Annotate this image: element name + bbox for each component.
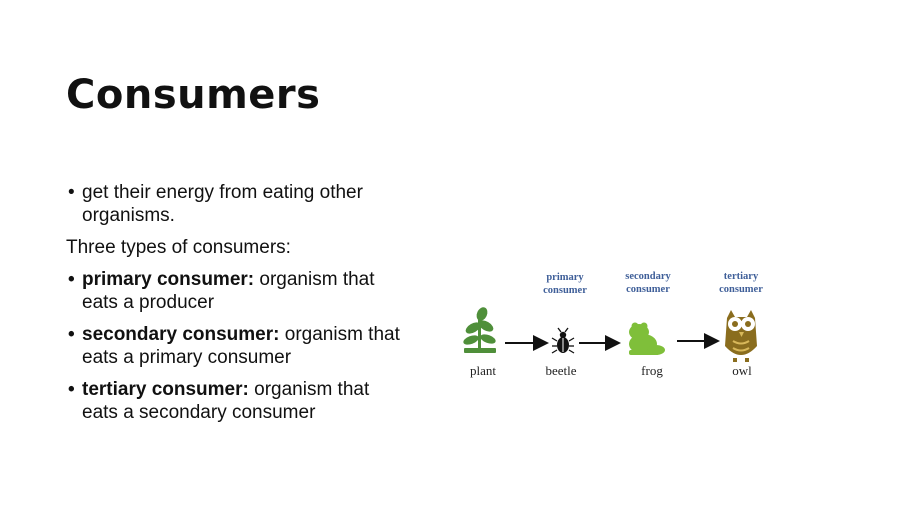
frog-icon bbox=[629, 322, 665, 355]
level-label-secondary-1: secondary bbox=[625, 271, 671, 282]
owl-icon bbox=[725, 310, 757, 362]
bullet-primary: primary consumer: organism that eats a p… bbox=[66, 268, 406, 314]
tertiary-term: tertiary consumer: bbox=[82, 379, 249, 400]
types-intro: Three types of consumers: bbox=[66, 237, 291, 258]
primary-term: primary consumer: bbox=[82, 269, 255, 290]
organism-label-beetle: beetle bbox=[545, 363, 576, 378]
secondary-term: secondary consumer: bbox=[82, 324, 280, 345]
level-label-tertiary-2: consumer bbox=[719, 284, 763, 295]
beetle-icon bbox=[551, 327, 575, 354]
tertiary-definition: organism that eats a secondary consumer bbox=[82, 379, 370, 423]
slide-body: get their energy from eating other organ… bbox=[66, 181, 406, 433]
bullet-energy: get their energy from eating other organ… bbox=[66, 181, 406, 227]
bullet-tertiary: tertiary consumer: organism that eats a … bbox=[66, 378, 406, 424]
primary-definition: organism that eats a producer bbox=[82, 269, 375, 313]
level-label-primary-2: consumer bbox=[543, 285, 587, 296]
organism-label-frog: frog bbox=[641, 363, 663, 378]
level-label-secondary-2: consumer bbox=[626, 284, 670, 295]
level-label-tertiary-1: tertiary bbox=[724, 271, 759, 282]
food-chain-diagram: primary consumer secondary consumer tert… bbox=[455, 262, 785, 392]
bullet-energy-text: get their energy from eating other organ… bbox=[82, 182, 363, 226]
organism-label-owl: owl bbox=[732, 363, 752, 378]
slide-title: Consumers bbox=[66, 72, 321, 118]
level-label-primary-1: primary bbox=[546, 272, 584, 283]
bullet-secondary: secondary consumer: organism that eats a… bbox=[66, 323, 406, 369]
food-chain-svg: primary consumer secondary consumer tert… bbox=[463, 271, 763, 378]
plant-icon bbox=[463, 307, 496, 353]
organism-label-plant: plant bbox=[470, 363, 496, 378]
secondary-definition: organism that eats a primary consumer bbox=[82, 324, 400, 368]
